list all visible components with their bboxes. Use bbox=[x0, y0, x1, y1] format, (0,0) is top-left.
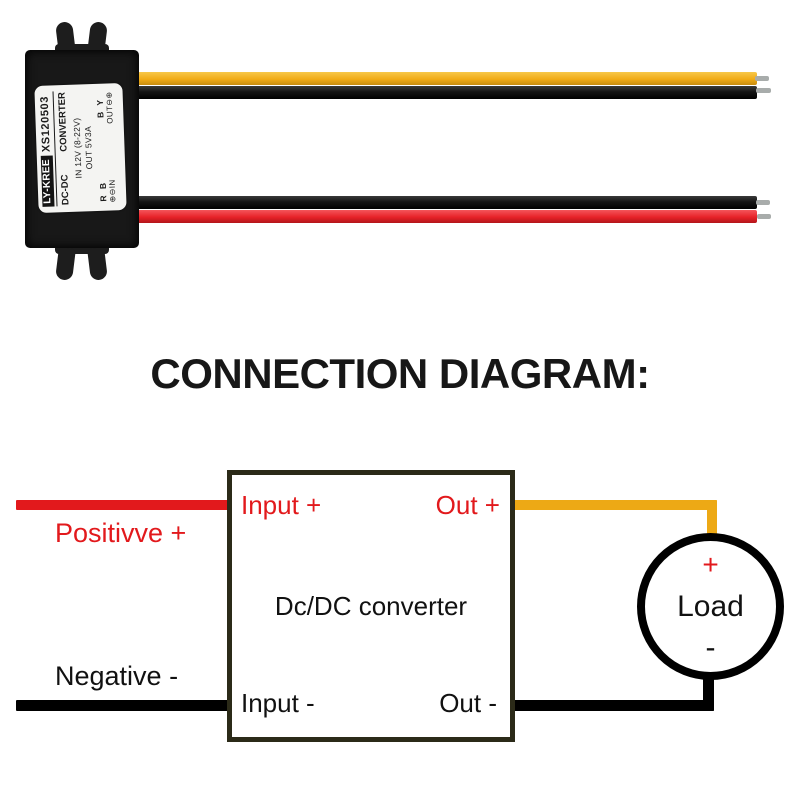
model-number: XS120503 bbox=[38, 95, 53, 152]
product-photo: LY-KREE XS120503 DC-DC CONVERTER IN 12V … bbox=[0, 0, 800, 300]
negative-output-line-vertical bbox=[703, 670, 714, 711]
label-wiring-row: R B ⊕⊖IN B Y OUT⊖⊕ bbox=[94, 89, 117, 205]
negative-feed-label: Negative - bbox=[55, 661, 179, 691]
converter-box bbox=[227, 470, 515, 742]
ear-prong bbox=[55, 247, 76, 281]
negative-output-line-horizontal bbox=[512, 700, 714, 711]
bare-wire-tip-red bbox=[757, 214, 771, 219]
label-brand-row: LY-KREE XS120503 bbox=[38, 90, 58, 207]
input-wire-red bbox=[130, 210, 757, 223]
module-label-text: LY-KREE XS120503 DC-DC CONVERTER IN 12V … bbox=[33, 82, 127, 213]
type-dcdc: DC-DC bbox=[58, 173, 71, 205]
mounting-ear-bottom bbox=[55, 244, 109, 281]
type-converter: CONVERTER bbox=[56, 91, 70, 152]
load-plus-sign: + bbox=[702, 549, 719, 580]
out-plus-label: Out + bbox=[435, 490, 500, 520]
output-wire-yellow bbox=[130, 72, 757, 85]
output-wire-black bbox=[130, 86, 757, 99]
bare-wire-tip-yellow bbox=[755, 76, 769, 81]
input-wire-black bbox=[130, 196, 757, 209]
ear-base bbox=[55, 44, 109, 54]
connection-diagram: Input + Out + Dc/DC converter Input - Ou… bbox=[0, 430, 800, 800]
output-wire-key: B Y OUT⊖⊕ bbox=[94, 91, 114, 124]
input-polarity-marks: ⊕⊖IN bbox=[107, 178, 117, 203]
module-label: LY-KREE XS120503 DC-DC CONVERTER IN 12V … bbox=[33, 82, 127, 213]
bare-wire-tip-black-out bbox=[756, 88, 771, 93]
bare-wire-tip-black-in bbox=[756, 200, 770, 205]
positive-feed-label: Positivve + bbox=[55, 518, 187, 548]
input-wire-key: R B ⊕⊖IN bbox=[97, 179, 117, 203]
input-plus-label: Input + bbox=[241, 490, 322, 520]
output-wire-colors: B Y bbox=[94, 97, 105, 118]
brand-logo: LY-KREE bbox=[40, 155, 55, 207]
negative-input-line bbox=[16, 700, 230, 711]
positive-output-line-vertical bbox=[707, 500, 717, 540]
input-minus-label: Input - bbox=[241, 688, 315, 718]
input-wire-colors: R B bbox=[97, 180, 108, 202]
load-circle: + Load - bbox=[637, 533, 784, 680]
load-label: Load bbox=[677, 590, 744, 623]
positive-output-line-horizontal bbox=[512, 500, 717, 510]
label-type-row: DC-DC CONVERTER bbox=[56, 90, 71, 205]
page-title: CONNECTION DIAGRAM: bbox=[150, 350, 650, 397]
load-minus-sign: - bbox=[705, 631, 716, 664]
out-minus-label: Out - bbox=[439, 688, 497, 718]
positive-input-line bbox=[16, 500, 230, 510]
ear-base bbox=[55, 244, 109, 254]
mounting-ear-top bbox=[55, 20, 109, 55]
converter-box-label: Dc/DC converter bbox=[274, 591, 468, 621]
output-polarity-marks: OUT⊖⊕ bbox=[104, 90, 115, 124]
